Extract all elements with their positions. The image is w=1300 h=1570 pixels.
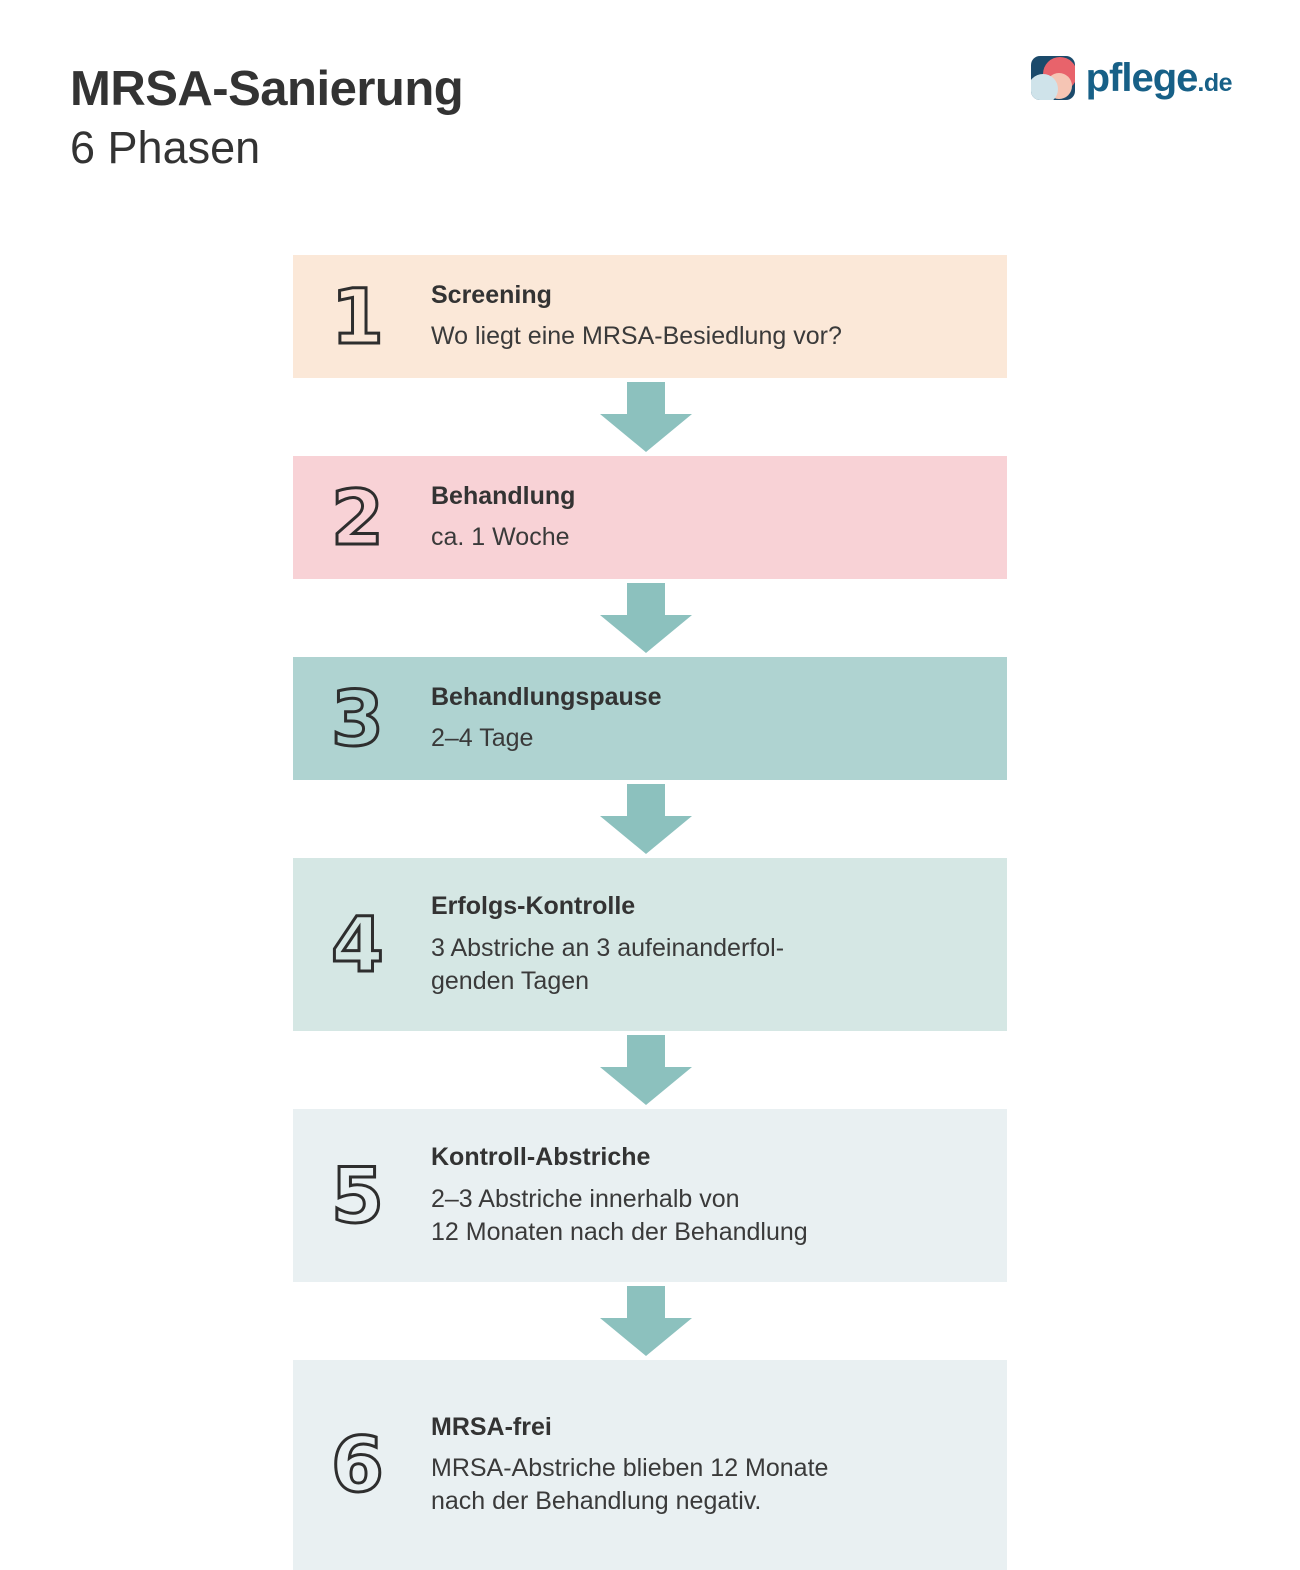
phase-number-4: 4	[330, 899, 386, 989]
phase-body-line: ca. 1 Woche	[431, 523, 570, 552]
arrow-down-icon	[600, 1286, 692, 1356]
phase-body-line: genden Tagen	[431, 966, 590, 995]
phase-box-2: 2 Behandlung ca. 1 Woche	[293, 456, 1007, 579]
logo-wordmark: pflege.de	[1085, 56, 1233, 100]
arrow-down-icon	[600, 784, 692, 854]
logo-brand-name: pflege	[1085, 56, 1199, 100]
phase-heading-1: Screening	[431, 280, 552, 309]
phase-number-2: 2	[330, 472, 386, 562]
phase-body-line: Wo liegt eine MRSA-Besiedlung vor?	[431, 322, 842, 351]
title-main: MRSA-Sanierung	[70, 62, 464, 116]
page-title: MRSA-Sanierung 6 Phasen	[70, 62, 464, 173]
phase-body-6: MRSA-Abstriche blieben 12 Monate nach der…	[431, 1452, 1007, 1518]
phase-body-5: 2–3 Abstriche innerhalb von 12 Monaten na…	[431, 1183, 1007, 1249]
phase-body-line: 2–3 Abstriche innerhalb von	[431, 1184, 740, 1213]
title-subtitle: 6 Phasen	[70, 121, 261, 173]
pflege-de-logo[interactable]: pflege.de	[1030, 56, 1233, 100]
phase-body-line: 12 Monaten nach der Behandlung	[431, 1217, 808, 1246]
phase-body-line: 2–4 Tage	[431, 724, 534, 753]
phase-box-3: 3 Behandlungspause 2–4 Tage	[293, 657, 1007, 780]
flow-connector-5-to-6	[293, 1282, 1007, 1360]
flow-connector-3-to-4	[293, 780, 1007, 858]
arrow-down-icon	[600, 382, 692, 452]
phase-text-1: Screening Wo liegt eine MRSA-Besiedlung v…	[431, 280, 1007, 353]
phase-box-5: 5 Kontroll-Abstriche 2–3 Abstriche innerha…	[293, 1109, 1007, 1282]
phase-heading-5: Kontroll-Abstriche	[431, 1143, 651, 1172]
page-header: MRSA-Sanierung 6 Phasen pflege.de	[0, 0, 1300, 240]
phase-body-1: Wo liegt eine MRSA-Besiedlung vor?	[431, 320, 1007, 353]
logo-brand-tld: .de	[1197, 69, 1232, 97]
phase-body-3: 2–4 Tage	[431, 722, 1007, 755]
phase-text-5: Kontroll-Abstriche 2–3 Abstriche innerhal…	[431, 1142, 1007, 1248]
phase-body-line: nach der Behandlung negativ.	[431, 1487, 762, 1516]
phase-number-1: 1	[330, 271, 386, 361]
phase-number-5: 5	[330, 1150, 386, 1240]
arrow-down-icon	[600, 583, 692, 653]
phase-text-4: Erfolgs-Kontrolle 3 Abstriche an 3 aufein…	[431, 891, 1007, 997]
phase-heading-4: Erfolgs-Kontrolle	[431, 892, 636, 921]
phase-body-line: MRSA-Abstriche blieben 12 Monate	[431, 1454, 829, 1483]
flow-connector-4-to-5	[293, 1031, 1007, 1109]
phase-body-4: 3 Abstriche an 3 aufeinanderfol-genden T…	[431, 932, 1007, 998]
phase-text-2: Behandlung ca. 1 Woche	[431, 481, 1007, 554]
phase-flow-diagram: 1 Screening Wo liegt eine MRSA-Besiedlung …	[293, 255, 1007, 1570]
phase-number-3: 3	[330, 673, 386, 763]
phase-heading-3: Behandlungspause	[431, 682, 662, 711]
phase-number-6: 6	[330, 1420, 386, 1509]
pflege-logo-mark-icon	[1030, 56, 1075, 100]
phase-heading-6: MRSA-frei	[431, 1412, 552, 1441]
phase-body-line: 3 Abstriche an 3 aufeinanderfol-	[431, 933, 785, 962]
phase-box-4: 4 Erfolgs-Kontrolle 3 Abstriche an 3 aufei…	[293, 858, 1007, 1031]
flow-connector-2-to-3	[293, 579, 1007, 657]
phase-heading-2: Behandlung	[431, 481, 576, 510]
flow-connector-1-to-2	[293, 378, 1007, 456]
logo-blob-blue	[1030, 74, 1058, 100]
phase-body-2: ca. 1 Woche	[431, 521, 1007, 554]
phase-text-3: Behandlungspause 2–4 Tage	[431, 682, 1007, 755]
arrow-down-icon	[600, 1035, 692, 1105]
phase-box-1: 1 Screening Wo liegt eine MRSA-Besiedlung …	[293, 255, 1007, 378]
